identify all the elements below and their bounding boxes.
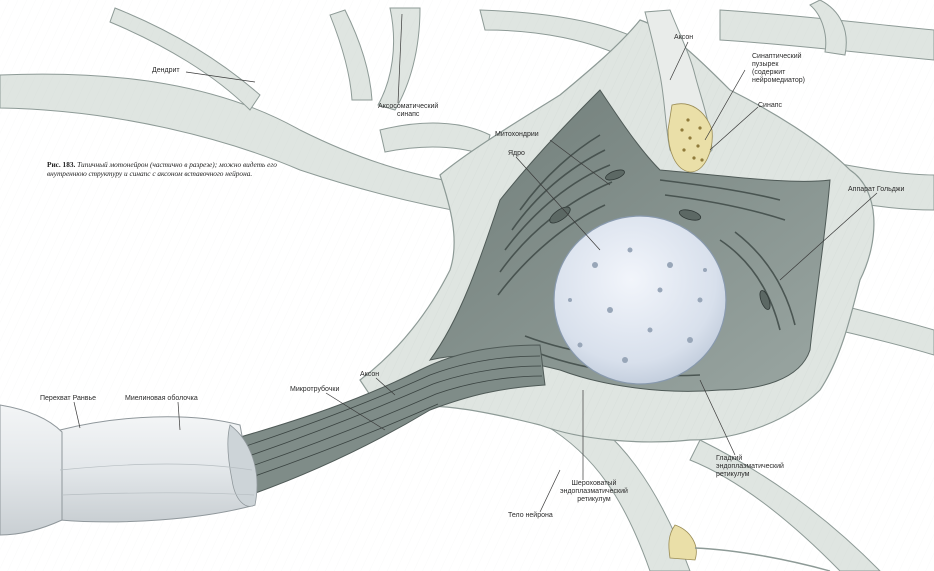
label-microtubules: Микротрубочки (290, 386, 340, 393)
label-cell-body: Тело нейрона (508, 512, 553, 519)
label-axon-bottom: Аксон (360, 371, 380, 378)
label-axon-top: Аксон (674, 34, 694, 41)
label-myelin-sheath: Миелиновая оболочка (125, 395, 198, 402)
label-nucleus: Ядро (508, 150, 525, 157)
caption-text: Типичный мотонейрон (частично в разрезе)… (47, 160, 277, 178)
myelin-sheath-shape (0, 404, 258, 536)
label-mitochondria: Митохондрии (495, 131, 539, 138)
nucleus-shape (553, 215, 727, 385)
leader-lines (73, 13, 878, 513)
label-smooth-er: Гладкий эндоплазматический ретикулум (716, 455, 784, 478)
bottom-terminal (668, 524, 697, 561)
label-node-of-ranvier: Перехват Ранвье (40, 395, 97, 402)
label-synaptic-vesicle: Синаптический пузырек (содержит нейромед… (752, 53, 805, 84)
label-rough-er: Шероховатый эндоплазматический ретикулум (560, 480, 628, 503)
axon-shaft (229, 344, 546, 496)
label-dendrite: Дендрит (152, 67, 180, 74)
nuclear-pores (568, 247, 707, 363)
mitochondria-shapes (549, 169, 771, 310)
label-axosomatic-synapse: Аксосоматический синапс (378, 103, 439, 118)
figure-caption: Рис. 183. Типичный мотонейрон (частично … (47, 160, 297, 178)
label-golgi: Аппарат Гольджи (848, 186, 905, 193)
caption-figure-number: Рис. 183. (47, 160, 76, 169)
label-synapse: Синапс (758, 102, 783, 109)
microtubules-lines (239, 355, 543, 479)
vesicles (680, 118, 704, 162)
